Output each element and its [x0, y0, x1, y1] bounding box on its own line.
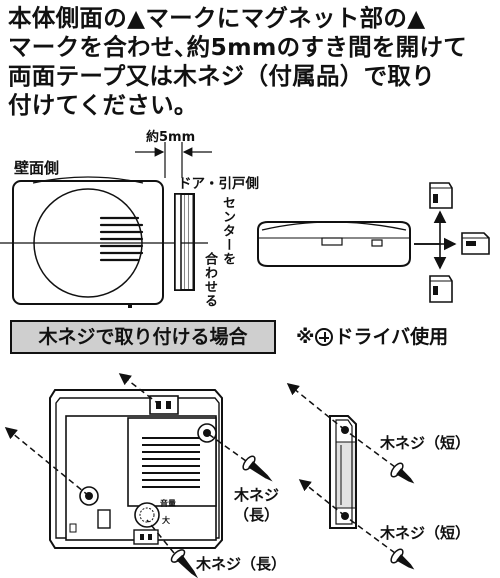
- driver-note-text: ドライバ使用: [334, 326, 449, 348]
- screw-paths-magnet: [286, 383, 396, 554]
- wall-side-label: 壁面側: [14, 159, 60, 177]
- dial-label-volume: 音量: [160, 499, 176, 508]
- screw-short-1-icon: [390, 462, 415, 484]
- driver-note: ※ ドライバ使用: [296, 322, 448, 352]
- center-align-text-1: センターを: [220, 196, 235, 266]
- screw-short-2-label: 木ネジ（短）: [380, 524, 471, 542]
- instruction-line-1: 本体側面の▲マークにマグネット部の▲: [8, 4, 426, 32]
- dial-label-side: 大: [162, 516, 170, 525]
- door-side-label: ドア・引戸側: [178, 176, 259, 192]
- screw-paths-unit: [4, 373, 247, 554]
- center-align-text-2: 合わせる: [202, 252, 217, 308]
- main-unit-back: [49, 389, 223, 549]
- magnet-mount-icon-right: [461, 232, 490, 255]
- screw-long-2-label: 木ネジ（長）: [196, 555, 287, 573]
- instruction-line-4: 付けてください。: [8, 91, 198, 119]
- screw-long-1-icon: [242, 455, 273, 482]
- driver-note-prefix: ※: [296, 326, 315, 348]
- screw-long-2-icon: [170, 549, 199, 578]
- magnet-mount-icon-down: [429, 275, 453, 303]
- magnet-mount-icon-up: [429, 182, 453, 209]
- gap-label: 約5mm: [146, 130, 196, 145]
- gap-dimension: [135, 142, 212, 178]
- orientation-arrows: [414, 210, 457, 270]
- magnet-part-back: [329, 415, 357, 529]
- screw-long-1-line1: 木ネジ: [234, 486, 280, 504]
- magnet-part-side: [174, 193, 195, 291]
- instruction-line-2: マークを合わせ､約5mmのすき間を開けて: [8, 33, 468, 61]
- section-title-screw-mount: 木ネジで取り付ける場合: [10, 320, 276, 354]
- screw-long-1-label: 木ネジ （長）: [234, 485, 279, 525]
- main-unit-top-view: [257, 221, 411, 267]
- screw-long-1-line2: （長）: [234, 506, 280, 524]
- phillips-driver-icon: [315, 328, 334, 346]
- instruction-line-3: 両面テープ又は木ネジ（付属品）で取り: [8, 62, 435, 90]
- instruction-text: 本体側面の▲マークにマグネット部の▲ マークを合わせ､約5mmのすき間を開けて …: [8, 4, 494, 120]
- screw-short-2-icon: [390, 548, 415, 570]
- screw-short-1-label: 木ネジ（短）: [380, 434, 471, 452]
